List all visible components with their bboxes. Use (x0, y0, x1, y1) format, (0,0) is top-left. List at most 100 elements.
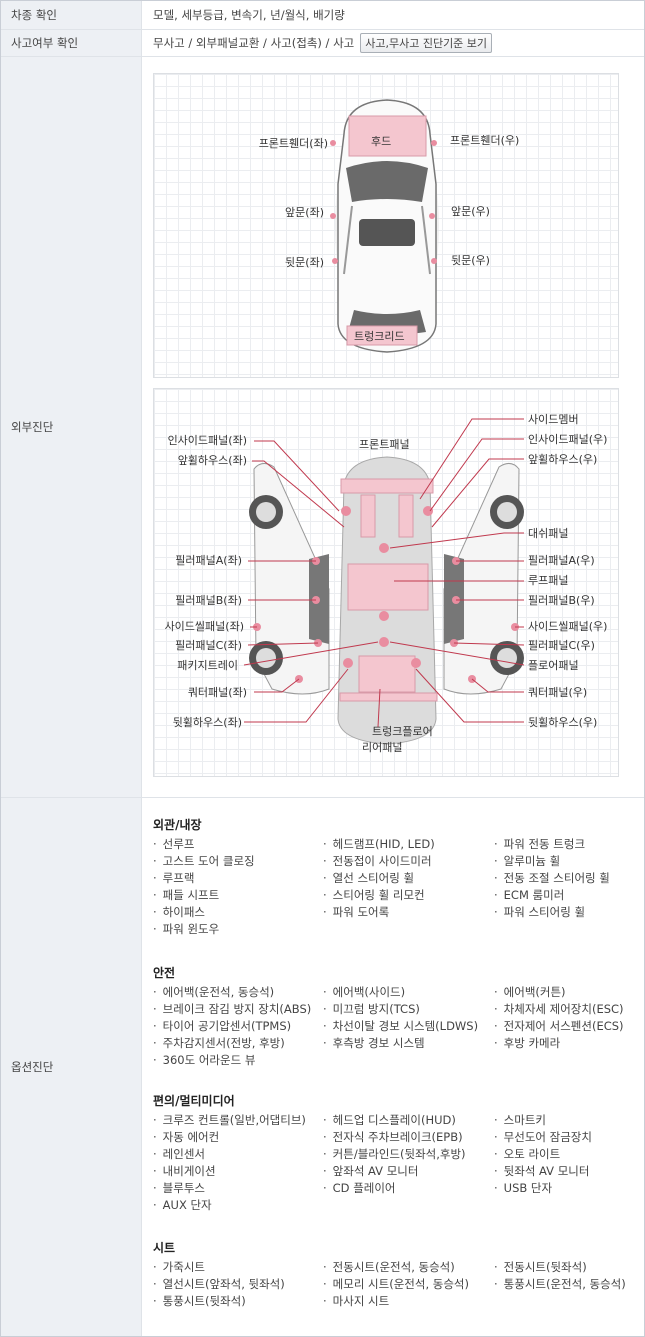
option-item: 통풍시트(운전석, 동승석) (494, 1276, 626, 1292)
row-exterior: 외부진단 (1, 57, 644, 798)
option-item: 타이어 공기압센서(TPMS) (153, 1018, 291, 1034)
pillar-c-left-label: 필러패널C(좌) (175, 639, 242, 652)
quarter-right-label: 쿼터패널(우) (528, 686, 588, 699)
side-sill-left-label: 사이드씰패널(좌) (164, 620, 244, 633)
option-item: 블루투스 (153, 1180, 205, 1196)
accident-criteria-button[interactable]: 사고,무사고 진단기준 보기 (360, 33, 493, 53)
rear-door-right-label: 뒷문(우) (451, 254, 490, 267)
option-item: 스티어링 휠 리모컨 (323, 887, 425, 903)
dash-panel-label: 대쉬패널 (528, 527, 569, 540)
pillar-c-right-label: 필러패널C(우) (528, 639, 595, 652)
option-item: 열선시트(앞좌석, 뒷좌석) (153, 1276, 285, 1292)
option-item: ECM 룸미러 (494, 887, 565, 903)
rear-panel-label: 리어패널 (362, 741, 403, 754)
exterior-label: 외부진단 (1, 57, 142, 797)
option-item: 파워 스티어링 휠 (494, 904, 585, 920)
option-item: 무선도어 잠금장치 (494, 1129, 592, 1145)
rear-wheelhouse-right-label: 뒷휠하우스(우) (528, 716, 598, 729)
option-item: 고스트 도어 클로징 (153, 853, 255, 869)
option-item: 메모리 시트(운전석, 동승석) (323, 1276, 469, 1292)
option-item: 브레이크 잠김 방지 장치(ABS) (153, 1001, 312, 1017)
option-item: 전동시트(뒷좌석) (494, 1259, 587, 1275)
frame-diagram: 사이드멤버 인사이드패널(우) 인사이드패널(좌) 프론트패널 앞휠하우스(좌)… (153, 388, 619, 777)
front-panel-area (340, 478, 434, 494)
option-item: 파워 전동 트렁크 (494, 836, 585, 852)
option-item: 가죽시트 (153, 1259, 205, 1275)
rear-door-right-dot (431, 258, 437, 264)
option-item: 에어백(운전석, 동승석) (153, 984, 275, 1000)
accident-check-value-wrap: 무사고 / 외부패널교환 / 사고(접촉) / 사고 사고,무사고 진단기준 보… (143, 30, 644, 56)
inside-panel-right-label: 인사이드패널(우) (528, 433, 608, 446)
pillar-a-left-label: 필러패널A(좌) (175, 554, 242, 567)
row-options: 옵션진단 (1, 798, 644, 1336)
windshield (346, 161, 428, 202)
rear-wheelhouse-left-label: 뒷휠하우스(좌) (172, 716, 242, 729)
roof-panel-label: 루프패널 (528, 574, 569, 587)
trunk-floor-label: 트렁크플로어 (372, 725, 433, 738)
option-item: 전자식 주차브레이크(EPB) (323, 1129, 463, 1145)
option-item: 후측방 경보 시스템 (323, 1035, 425, 1051)
option-item: 전자제어 서스펜션(ECS) (494, 1018, 624, 1034)
side-sill-right-label: 사이드씰패널(우) (528, 620, 608, 633)
option-item: 파워 윈도우 (153, 921, 220, 937)
option-group-title: 외관/내장 (153, 818, 202, 832)
front-fender-right-dot (431, 140, 437, 146)
trunk-lid-area (346, 325, 418, 346)
car-check-value: 모델, 세부등급, 변속기, 년/월식, 배기량 (153, 8, 345, 22)
roof-panel-area (347, 563, 429, 611)
rear-panel-area (339, 692, 438, 702)
option-item: 전동 조절 스티어링 휠 (494, 870, 610, 886)
rear-door-left-dot (332, 258, 338, 264)
option-item: 전동접이 사이드미러 (323, 853, 432, 869)
option-item: 에어백(사이드) (323, 984, 405, 1000)
front-door-right-label: 앞문(우) (451, 205, 490, 218)
pillar-a-right-label: 필러패널A(우) (528, 554, 595, 567)
option-item: 하이패스 (153, 904, 205, 920)
option-item: 레인센서 (153, 1146, 205, 1162)
option-item: 패들 시프트 (153, 887, 220, 903)
floor-panel-label: 플로어패널 (528, 659, 579, 672)
front-fender-right-label: 프론트휀더(우) (450, 134, 520, 147)
option-item: 알루미늄 휠 (494, 853, 561, 869)
option-item: 자동 에어컨 (153, 1129, 220, 1145)
option-group-title: 편의/멀티미디어 (153, 1094, 235, 1108)
option-item: 크루즈 컨트롤(일반,어댑티브) (153, 1112, 306, 1128)
option-item: 에어백(커튼) (494, 984, 566, 1000)
front-fender-left-dot (330, 140, 336, 146)
inside-panel-left-label: 인사이드패널(좌) (167, 434, 247, 447)
option-item: 파워 도어록 (323, 904, 390, 920)
car-top-view-svg (330, 99, 439, 353)
option-item: 커튼/블라인드(뒷좌석,후방) (323, 1146, 466, 1162)
front-wheelhouse-right-label: 앞휠하우스(우) (528, 453, 598, 466)
options-label: 옵션진단 (1, 798, 142, 1336)
option-item: 차선이탈 경보 시스템(LDWS) (323, 1018, 478, 1034)
front-door-left-dot (330, 213, 336, 219)
option-item: AUX 단자 (153, 1197, 212, 1213)
option-item: 스마트키 (494, 1112, 546, 1128)
option-item: 루프랙 (153, 870, 195, 886)
option-group-title: 안전 (153, 966, 176, 980)
quarter-left-label: 쿼터패널(좌) (187, 686, 247, 699)
row-car-check: 차종 확인 모델, 세부등급, 변속기, 년/월식, 배기량 (1, 1, 644, 30)
front-fender-left-label: 프론트휀더(좌) (258, 137, 328, 150)
option-item: 주차감지센서(전방, 후방) (153, 1035, 285, 1051)
option-item: 통풍시트(뒷좌석) (153, 1293, 246, 1309)
front-door-left-label: 앞문(좌) (285, 206, 324, 219)
option-item: 앞좌석 AV 모니터 (323, 1163, 419, 1179)
sunroof (359, 219, 415, 246)
option-item: 오토 라이트 (494, 1146, 561, 1162)
side-member-label: 사이드멤버 (528, 413, 579, 426)
front-panel-label: 프론트패널 (359, 438, 410, 451)
trunk-floor-area (358, 655, 416, 693)
row-accident-check: 사고여부 확인 무사고 / 외부패널교환 / 사고(접촉) / 사고 사고,무사… (1, 30, 644, 57)
car-frame-svg (243, 418, 525, 745)
front-door-right-dot (429, 213, 435, 219)
rear-door-left-label: 뒷문(좌) (285, 256, 324, 269)
option-group-title: 시트 (153, 1241, 176, 1255)
option-item: 360도 어라운드 뷰 (153, 1052, 256, 1068)
option-item: 내비게이션 (153, 1163, 216, 1179)
pillar-b-right-label: 필러패널B(우) (528, 594, 595, 607)
option-item: CD 플레이어 (323, 1180, 396, 1196)
option-item: 차체자세 제어장치(ESC) (494, 1001, 624, 1017)
trunk-lid-label: 트렁크리드 (354, 330, 405, 343)
